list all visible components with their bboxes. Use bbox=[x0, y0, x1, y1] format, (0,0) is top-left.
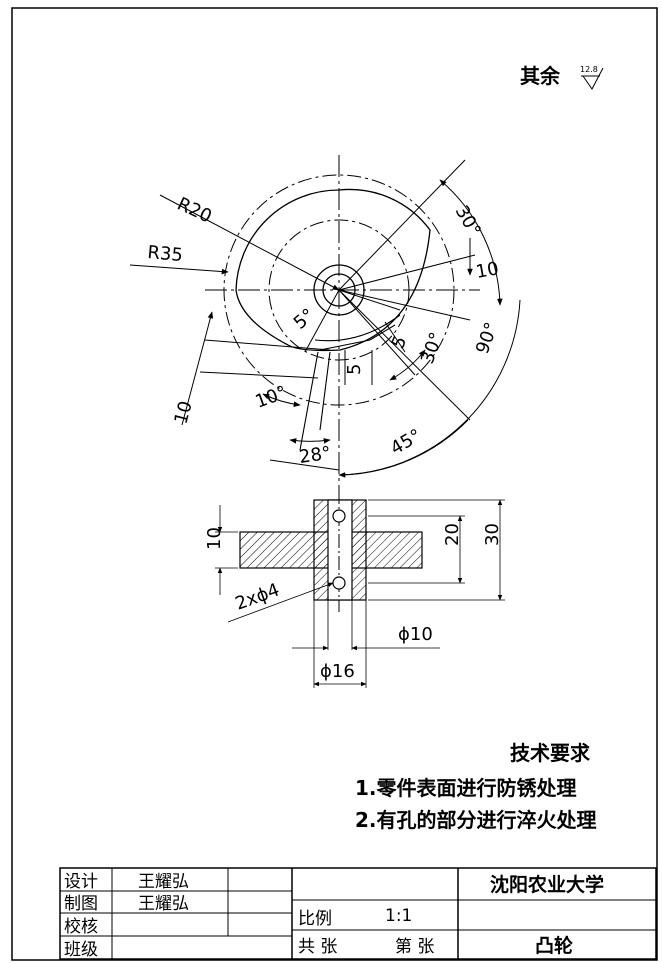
angle-label: 30° bbox=[451, 202, 485, 240]
person-name: 王耀弘 bbox=[138, 894, 189, 914]
sheets-label: 共 张 bbox=[298, 937, 337, 957]
role-label: 制图 bbox=[64, 894, 98, 914]
roughness-label: 其余 bbox=[520, 64, 561, 88]
length-label: 5 bbox=[387, 333, 411, 352]
roughness-symbol-icon bbox=[581, 67, 604, 90]
length-label: 10 bbox=[171, 399, 197, 427]
angle-label: 30° bbox=[417, 330, 448, 367]
tech-heading: 技术要求 bbox=[510, 741, 591, 765]
person-name: 王耀弘 bbox=[138, 872, 189, 892]
tech-requirements: 技术要求 1.零件表面进行防锈处理 2.有孔的部分进行淬火处理 bbox=[355, 741, 597, 832]
cam-view bbox=[129, 155, 521, 490]
angle-label: 10° bbox=[253, 382, 290, 413]
length-label: 5 bbox=[344, 364, 365, 375]
hole-callout: 2xϕ4 bbox=[233, 579, 283, 614]
roughness-value: 12.8 bbox=[580, 65, 598, 74]
radius-label: R20 bbox=[174, 193, 215, 227]
angle-label: 5° bbox=[290, 305, 319, 334]
scale-label: 比例 bbox=[298, 909, 332, 929]
sheet-no-label: 第 张 bbox=[395, 937, 434, 957]
surface-roughness-note: 其余 12.8 bbox=[520, 64, 604, 90]
role-label: 设计 bbox=[64, 872, 98, 892]
sheet-border bbox=[11, 7, 658, 961]
height-label: 10 bbox=[204, 527, 225, 550]
angle-label: 90° bbox=[472, 320, 503, 357]
school-name: 沈阳农业大学 bbox=[490, 873, 604, 896]
title-block-text: 设计 王耀弘 制图 王耀弘 校核 班级 沈阳农业大学 比例 1:1 共 张 第 … bbox=[64, 872, 604, 960]
section-view bbox=[215, 490, 505, 688]
height-label: 20 bbox=[442, 523, 463, 546]
height-label: 30 bbox=[482, 523, 503, 546]
angle-label: 45° bbox=[387, 425, 425, 459]
length-label: 10 bbox=[474, 258, 500, 283]
angle-label: 28° bbox=[298, 443, 333, 468]
diameter-label: ϕ10 bbox=[398, 624, 433, 645]
role-label: 校核 bbox=[64, 917, 98, 937]
diameter-label: ϕ16 bbox=[320, 661, 355, 682]
part-name: 凸轮 bbox=[535, 934, 573, 957]
cam-view-labels: R20 R35 30° 90° 45° 30° 28° 10° 5° 10 5 … bbox=[147, 193, 503, 467]
role-label: 班级 bbox=[64, 940, 98, 960]
scale-value: 1:1 bbox=[385, 906, 412, 926]
title-block bbox=[59, 867, 657, 960]
tech-item: 2.有孔的部分进行淬火处理 bbox=[355, 808, 597, 832]
tech-item: 1.零件表面进行防锈处理 bbox=[355, 776, 577, 800]
radius-label: R35 bbox=[147, 242, 184, 266]
